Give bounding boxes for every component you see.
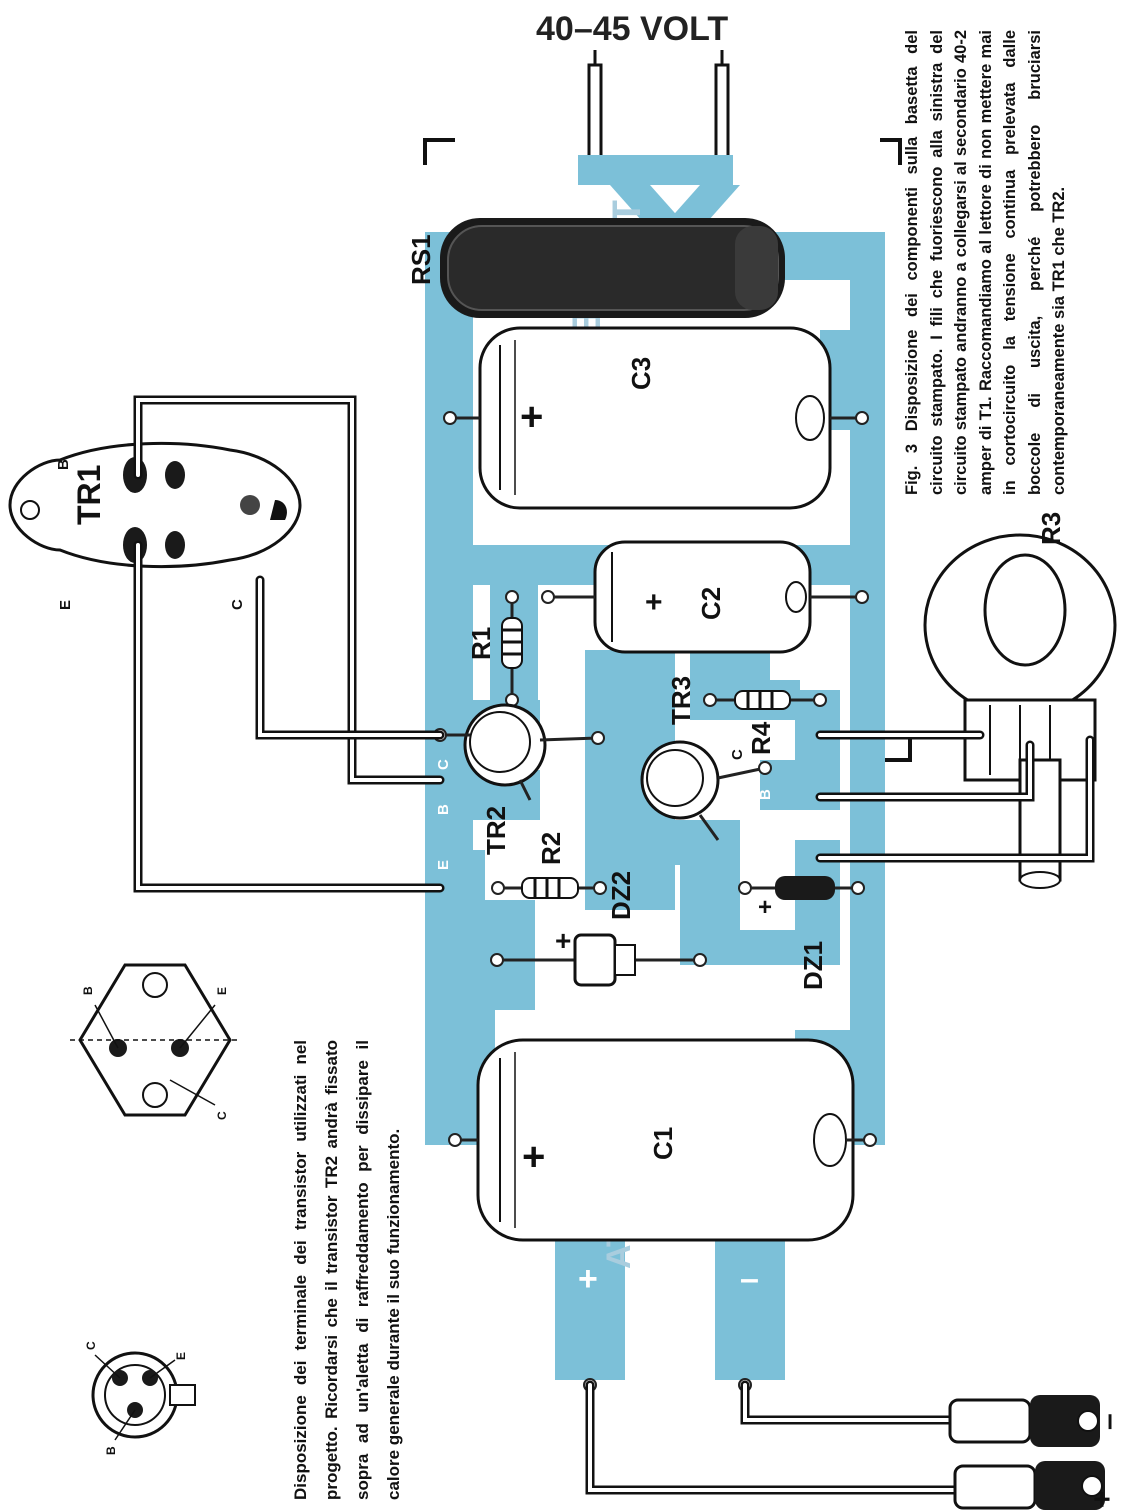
post-plus-label: + xyxy=(1086,1490,1119,1508)
dz1-zener-diode xyxy=(738,876,865,900)
c2-plus: + xyxy=(645,586,663,619)
small-pin-c: C xyxy=(84,1341,98,1350)
c2-label: C2 xyxy=(696,587,726,620)
tr3-pin-b: B xyxy=(757,789,774,800)
small-pin-e: E xyxy=(174,1352,188,1360)
r1-resistor xyxy=(501,590,523,707)
r3-potentiometer xyxy=(815,533,1117,889)
tr2-pin-c: C xyxy=(435,759,452,770)
c2-capacitor xyxy=(541,540,869,654)
tr1-label: TR1 xyxy=(71,465,107,525)
input-wires xyxy=(587,50,730,177)
post-minus-label: – xyxy=(1092,1413,1125,1430)
tr3-label: TR3 xyxy=(666,676,696,725)
c3-label: C3 xyxy=(626,357,656,390)
c1-plus: + xyxy=(522,1135,545,1179)
tr2-transistor xyxy=(433,703,605,801)
r2-label: R2 xyxy=(536,832,566,865)
output-diode xyxy=(490,933,707,987)
tr3-transistor xyxy=(640,740,772,841)
tr1-pin-b: B xyxy=(55,459,72,470)
small-transistor-pinout xyxy=(91,1351,196,1441)
tr1-power-transistor xyxy=(8,441,302,569)
tr2-pin-b: B xyxy=(435,804,452,815)
c1-capacitor xyxy=(448,1038,877,1242)
diode-plus: + xyxy=(555,925,571,956)
to3-transistor-pinout xyxy=(70,963,240,1117)
c1-label: C1 xyxy=(648,1127,678,1160)
terminals-caption: Disposizione dei terminale dei transisto… xyxy=(291,1040,403,1500)
tr3-pin-c: C xyxy=(729,749,746,760)
output-plus-pad-label: + xyxy=(578,1260,598,1298)
rs1-label: RS1 xyxy=(406,234,436,285)
rs1-bridge-rectifier xyxy=(440,218,785,318)
c3-plus: + xyxy=(520,395,543,439)
voltage-title: 40–45 VOLT xyxy=(536,10,728,48)
tr1-wires xyxy=(133,395,445,893)
dz1-plus: + xyxy=(758,894,772,921)
output-minus-pad-label: – xyxy=(740,1260,759,1298)
to3-pin-e: E xyxy=(215,987,229,995)
dz1-label: DZ1 xyxy=(798,941,828,990)
tr2-pin-e: E xyxy=(435,860,452,870)
r1-label: R1 xyxy=(466,627,496,660)
tr1-pin-c: C xyxy=(229,599,246,610)
dz2-label: DZ2 xyxy=(606,871,636,920)
r4-label: R4 xyxy=(746,721,776,755)
small-pin-b: B xyxy=(104,1446,118,1455)
r4-resistor xyxy=(703,690,827,710)
to3-pin-b: B xyxy=(81,986,95,995)
fig3-caption: Fig. 3 Disposizione dei componenti sulla… xyxy=(903,30,1068,495)
r2-resistor xyxy=(491,877,607,899)
to3-pin-c: C xyxy=(215,1111,229,1120)
tr1-pin-e: E xyxy=(57,600,74,610)
output-binding-posts xyxy=(585,1380,1105,1510)
tr2-label: TR2 xyxy=(481,806,511,855)
c3-capacitor xyxy=(443,326,869,510)
r3-label: R3 xyxy=(1036,512,1066,545)
